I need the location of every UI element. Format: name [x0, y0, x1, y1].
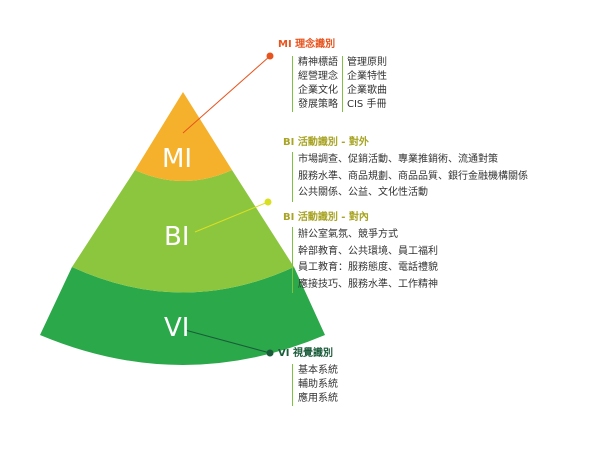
- mi-heading: MI 理念識別: [278, 39, 336, 50]
- bi-external-section: BI 活動識別 - 對外: [283, 136, 369, 149]
- pyramid-label-mi: MI: [162, 144, 192, 174]
- bi-internal-item: 員工教育：服務態度、電話禮貌: [298, 262, 438, 273]
- vi-connector-dot: [266, 349, 274, 357]
- bi-internal-item: 辦公室氣氛、競爭方式: [298, 229, 398, 240]
- mi-connector: [182, 55, 271, 134]
- bi-connector-dot: [264, 198, 272, 206]
- mi-item: 企業歌曲: [347, 85, 387, 96]
- mi-section: MI 理念識別: [278, 38, 335, 51]
- mi-item: 企業文化: [298, 85, 338, 96]
- vi-connector: [184, 329, 271, 354]
- bi-external-item-list: 市場調查、促銷活動、專業推銷術、流通對策 服務水準、商品規劃、商品品質、銀行金融…: [292, 152, 528, 202]
- bi-external-item: 市場調查、促銷活動、專業推銷術、流通對策: [298, 154, 498, 165]
- mi-item: CIS 手冊: [347, 99, 387, 110]
- bi-internal-item: 幹部教育、公共環境、員工福利: [298, 245, 438, 257]
- bi-internal-heading: BI 活動識別 - 對內: [283, 212, 369, 223]
- mi-connector-dot: [266, 52, 274, 60]
- pyramid-label-vi: VI: [164, 313, 189, 343]
- mi-item: 經營理念: [298, 71, 338, 82]
- mi-item: 發展策略: [298, 99, 338, 110]
- pyramid-layer-vi: [40, 267, 325, 365]
- bi-connector: [194, 201, 269, 233]
- vi-item-list: 基本系統 輔助系統 應用系統: [292, 364, 338, 406]
- bi-internal-section: BI 活動識別 - 對內: [283, 211, 369, 224]
- vi-section: VI 視覺識別: [278, 347, 333, 360]
- pyramid-layer-mi: [135, 92, 232, 181]
- vi-item: 基本系統: [298, 365, 338, 376]
- mi-item: 精神標語: [298, 57, 338, 68]
- bi-external-heading: BI 活動識別 - 對外: [283, 137, 369, 148]
- mi-column-2: 管理原則 企業特性 企業歌曲 CIS 手冊: [342, 56, 387, 112]
- pyramid-label-bi: BI: [164, 222, 190, 252]
- vi-item: 輔助系統: [298, 379, 338, 390]
- mi-item: 企業特性: [347, 71, 387, 82]
- bi-internal-item-list: 辦公室氣氛、競爭方式 幹部教育、公共環境、員工福利 員工教育：服務態度、電話禮貌…: [292, 227, 438, 293]
- bi-external-item: 服務水準、商品規劃、商品品質、銀行金融機構關係: [298, 170, 528, 182]
- mi-item-list: 精神標語 經營理念 企業文化 發展策略 管理原則 企業特性 企業歌曲 CIS 手…: [292, 56, 387, 112]
- mi-item: 管理原則: [347, 57, 387, 68]
- vi-item: 應用系統: [298, 393, 338, 404]
- mi-column-1: 精神標語 經營理念 企業文化 發展策略: [298, 56, 338, 112]
- bi-external-item: 公共關係、公益、文化性活動: [298, 187, 428, 198]
- pyramid-layer-bi: [72, 170, 294, 293]
- bi-internal-item: 應接技巧、服務水準、工作精神: [298, 278, 438, 290]
- vi-heading: VI 視覺識別: [278, 348, 333, 359]
